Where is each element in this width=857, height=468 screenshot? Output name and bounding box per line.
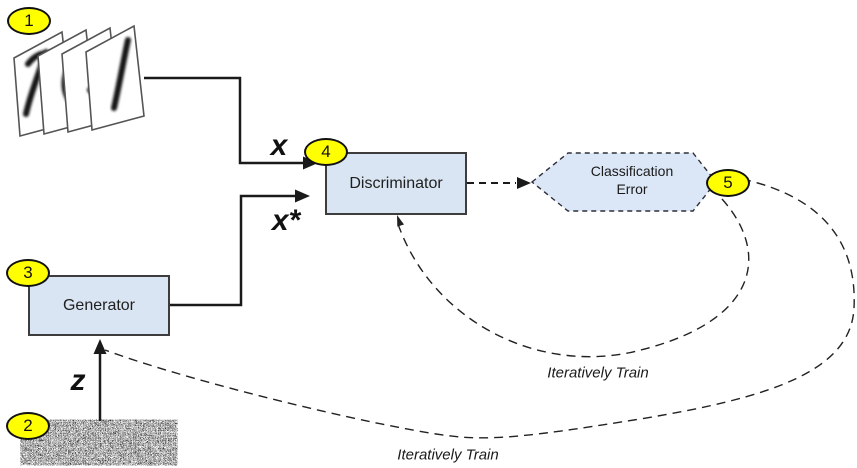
noise-image	[28, 422, 170, 463]
generator-to-discriminator-arrow	[169, 194, 295, 307]
discriminator-to-error-arrowhead	[517, 177, 531, 189]
iteratively-train-generator-label: Iteratively Train	[397, 446, 499, 464]
generator-label: Generator	[62, 296, 136, 314]
discriminator-node: Discriminator	[325, 152, 467, 215]
step-badge-real-data: 1	[7, 7, 51, 35]
discriminator-label: Discriminator	[349, 174, 443, 192]
step-badge-real-data-number: 1	[24, 11, 34, 30]
error-to-generator-feedback-curve	[104, 178, 855, 439]
step-badge-classification-error-number: 5	[723, 173, 733, 192]
error-to-discriminator-feedback-curve	[397, 198, 750, 358]
classification-error-line2: Error	[616, 181, 648, 197]
classification-error-line1: Classification	[590, 163, 674, 179]
generator-node: Generator	[28, 275, 170, 336]
iteratively-train-discriminator-label: Iteratively Train	[547, 364, 649, 382]
real-digit-cards-icon	[13, 24, 145, 138]
step-badge-classification-error: 5	[706, 169, 750, 197]
step-badge-generator: 3	[6, 259, 50, 287]
step-badge-discriminator: 4	[304, 138, 348, 166]
classification-error-label: Classification Error	[552, 162, 712, 198]
step-badge-generator-number: 3	[23, 263, 33, 282]
step-badge-noise: 2	[6, 412, 50, 440]
z-input-label: z	[70, 364, 86, 397]
noise-to-generator-arrowhead	[93, 339, 107, 354]
step-badge-discriminator-number: 4	[321, 142, 331, 161]
real-to-discriminator-arrow	[144, 76, 303, 165]
step-badge-noise-number: 2	[23, 416, 33, 435]
error-to-discriminator-feedback-arrowhead	[397, 215, 404, 227]
x-input-label: x	[270, 129, 288, 162]
x-star-input-label: x*	[271, 204, 301, 237]
generator-to-discriminator-arrowhead	[295, 189, 310, 203]
